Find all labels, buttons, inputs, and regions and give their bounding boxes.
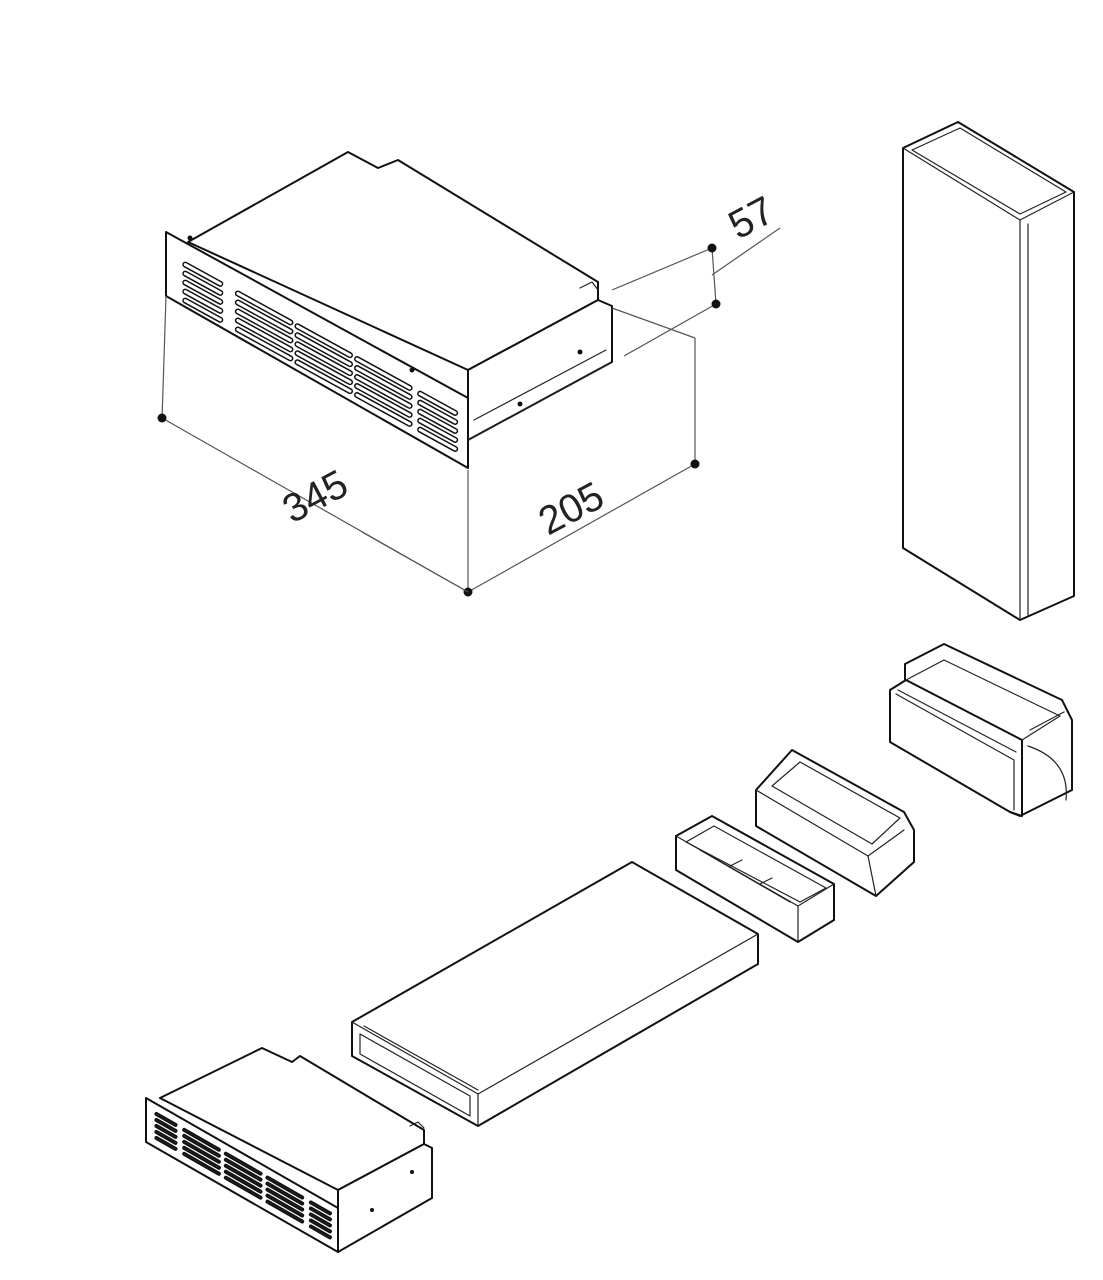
grille-slot-inner — [295, 324, 352, 357]
plinth-vent-box-dimensioned — [165, 151, 613, 469]
grille-slot-inner — [183, 281, 222, 304]
grille-slot-inner — [418, 392, 457, 415]
grille-slot-inner — [310, 1201, 331, 1214]
grille-slot-inner — [355, 384, 412, 417]
grille-slot-inner — [418, 419, 457, 442]
grille-slot-inner — [236, 291, 292, 324]
grille-slot-inner — [295, 351, 352, 384]
grille-slots — [154, 1111, 332, 1240]
grille-slot-inner — [310, 1213, 331, 1226]
grille-slot-inner — [266, 1189, 303, 1210]
duct-connector — [675, 815, 835, 943]
grille-slot-inner — [236, 318, 292, 351]
grille-slot-inner — [295, 333, 352, 366]
grille-slot-inner — [183, 272, 222, 295]
grille-slot-inner — [155, 1119, 177, 1132]
grille-slot-inner — [155, 1113, 177, 1126]
grille-slot-inner — [355, 366, 412, 399]
grille-slot-inner — [183, 299, 222, 322]
grille-slot-inner — [266, 1183, 303, 1204]
flat-rectangular-duct — [351, 861, 759, 1127]
grille-slot-inner — [225, 1171, 262, 1193]
duct-adapter — [755, 749, 915, 897]
grille-slot-inner — [225, 1159, 262, 1181]
grille-slot-inner — [155, 1131, 177, 1144]
grille-slot-inner — [225, 1177, 262, 1199]
grille-slot-inner — [355, 375, 412, 408]
vertical-rectangular-duct — [902, 121, 1075, 621]
grille-slot-inner — [236, 327, 292, 360]
grille-slot-inner — [355, 357, 412, 390]
height-dimension-label: 57 — [722, 188, 782, 248]
grille-slot-inner — [266, 1201, 303, 1222]
plinth-vent-box-assembly — [145, 1047, 433, 1253]
grille-slot-inner — [295, 360, 352, 393]
grille-slot-inner — [183, 290, 222, 313]
grille-slot-inner — [236, 309, 292, 342]
grille-slot-inner — [236, 300, 292, 333]
grille-slot-inner — [225, 1165, 262, 1187]
grille-slot-inner — [310, 1225, 331, 1238]
grille-slots — [182, 261, 459, 452]
grille-slot-inner — [183, 1129, 220, 1151]
grille-slot-inner — [225, 1153, 262, 1175]
grille-slot-inner — [183, 1141, 220, 1163]
grille-slot-inner — [310, 1219, 331, 1232]
grille-slot-inner — [183, 1135, 220, 1157]
grille-slot-inner — [418, 401, 457, 424]
grille-slot-inner — [295, 342, 352, 375]
grille-slot-inner — [310, 1207, 331, 1220]
grille-slot-inner — [155, 1137, 177, 1150]
grille-slot-inner — [183, 1153, 220, 1175]
grille-slot-inner — [183, 263, 222, 286]
grille-slot-inner — [355, 393, 412, 426]
grille-slot-inner — [266, 1195, 303, 1216]
grille-slot-inner — [183, 1147, 220, 1169]
width-dimension-label: 205 — [532, 474, 612, 544]
grille-slot-inner — [266, 1177, 303, 1198]
duct-bend-90 — [889, 643, 1073, 817]
grille-slot-inner — [418, 410, 457, 433]
grille-slot-inner — [418, 428, 457, 451]
grille-slot-inner — [155, 1125, 177, 1138]
